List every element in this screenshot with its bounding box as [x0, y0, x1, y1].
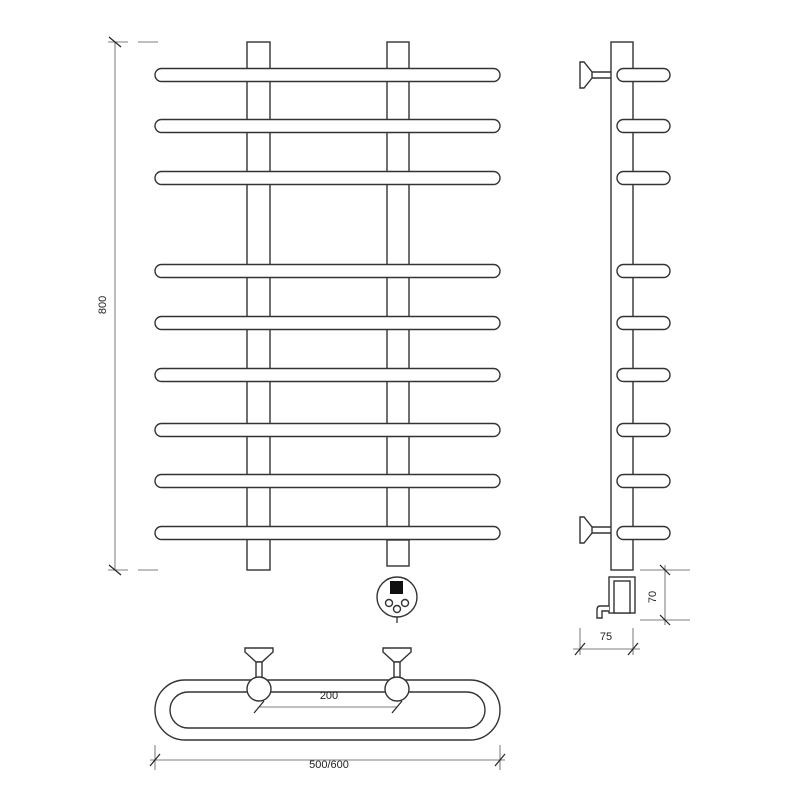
side-rail: [616, 263, 671, 279]
depth-label: 75: [600, 631, 612, 643]
top-bracket-right: [382, 647, 412, 702]
side-view: 70 75: [573, 41, 690, 656]
front-rail: [154, 315, 501, 331]
post-spacing-label: 200: [320, 690, 338, 702]
heater-height-label: 70: [647, 591, 659, 603]
front-rail: [154, 367, 501, 383]
height-label: 800: [97, 296, 109, 314]
front-rail: [154, 263, 501, 279]
top-bracket-left: [244, 647, 274, 702]
top-view: 200 500/600: [149, 647, 506, 771]
side-rail: [616, 525, 671, 541]
side-rail: [616, 367, 671, 383]
inner-loop: [169, 691, 486, 729]
width-dimension: 500/600: [149, 745, 506, 771]
side-heater: [596, 576, 636, 619]
front-rail: [154, 473, 501, 489]
wall-bracket-bottom: [579, 516, 611, 544]
right-post: [386, 41, 410, 541]
side-rail: [616, 315, 671, 331]
depth-dimension: 75: [573, 628, 640, 656]
side-rail: [616, 118, 671, 134]
heater-height-dimension: 70: [640, 564, 690, 626]
side-rail: [616, 170, 671, 186]
front-view: 800: [97, 36, 501, 623]
width-label: 500/600: [309, 759, 349, 771]
front-rail: [154, 67, 501, 83]
front-rail: [154, 525, 501, 541]
front-rail: [154, 422, 501, 438]
height-dimension: 800: [97, 36, 165, 576]
side-rail: [616, 422, 671, 438]
heater-element: [376, 539, 418, 623]
side-rail: [616, 473, 671, 489]
post-spacing-dimension: 200: [253, 690, 403, 714]
side-rail: [616, 67, 671, 83]
front-rail: [154, 118, 501, 134]
wall-bracket-top: [579, 61, 611, 89]
front-rail: [154, 170, 501, 186]
